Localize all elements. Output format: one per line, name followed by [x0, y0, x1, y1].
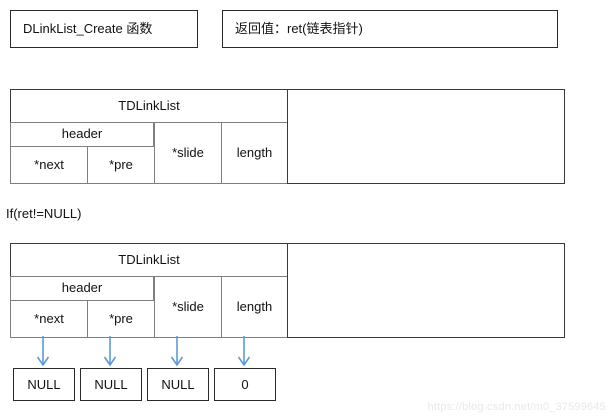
struct-empty-cell	[287, 243, 565, 338]
return-value-label: 返回值：ret(链表指针)	[235, 21, 363, 37]
value-box-slide: NULL	[147, 368, 209, 401]
value-box-length: 0	[214, 368, 276, 401]
value-box-next: NULL	[13, 368, 75, 401]
struct-title-label: TDLinkList	[118, 97, 180, 113]
struct-group-label: header	[61, 280, 103, 296]
value-box-pre: NULL	[80, 368, 142, 401]
struct-field-length: length	[221, 122, 288, 184]
function-name-label: DLinkList_Create 函数	[23, 21, 153, 37]
arrow-down-icon	[36, 336, 50, 367]
value-box-label: 0	[241, 377, 249, 392]
arrow-group	[36, 336, 251, 367]
struct-title-cell: TDLinkList	[10, 89, 288, 123]
struct-field-label: *next	[34, 310, 64, 326]
struct-field-slide: *slide	[154, 122, 222, 184]
struct-group-label: header	[61, 126, 103, 142]
struct-empty-cell	[287, 89, 565, 184]
arrow-down-icon	[170, 336, 184, 367]
struct-field-label: *pre	[109, 310, 133, 326]
arrow-down-icon	[237, 336, 251, 367]
struct-field-label: *slide	[172, 298, 204, 314]
struct-field-pre: *pre	[87, 146, 155, 184]
struct-field-label: *next	[34, 156, 64, 172]
struct-field-label: length	[236, 298, 273, 314]
struct-field-label: *slide	[172, 144, 204, 160]
struct-field-label: *pre	[109, 156, 133, 172]
condition-label: If(ret!=NULL)	[6, 206, 82, 221]
struct-field-pre: *pre	[87, 300, 155, 338]
value-box-label: NULL	[161, 377, 195, 392]
struct-field-length: length	[221, 276, 288, 338]
struct-field-slide: *slide	[154, 276, 222, 338]
struct-field-next: *next	[10, 146, 88, 184]
watermark-text: https://blog.csdn.net/m0_37599645	[427, 401, 606, 413]
struct-table-1: TDLinkList header *next *pre *slide leng…	[10, 89, 565, 184]
return-value-box: 返回值：ret(链表指针)	[222, 10, 558, 48]
value-box-label: NULL	[94, 377, 128, 392]
struct-title-label: TDLinkList	[118, 251, 180, 267]
struct-field-next: *next	[10, 300, 88, 338]
value-box-label: NULL	[27, 377, 61, 392]
function-name-box: DLinkList_Create 函数	[10, 10, 198, 48]
struct-group-cell-header: header	[10, 276, 154, 301]
struct-field-label: length	[236, 144, 273, 160]
struct-title-cell: TDLinkList	[10, 243, 288, 277]
struct-group-cell-header: header	[10, 122, 154, 147]
struct-table-2: TDLinkList header *next *pre *slide leng…	[10, 243, 565, 338]
arrow-down-icon	[103, 336, 117, 367]
